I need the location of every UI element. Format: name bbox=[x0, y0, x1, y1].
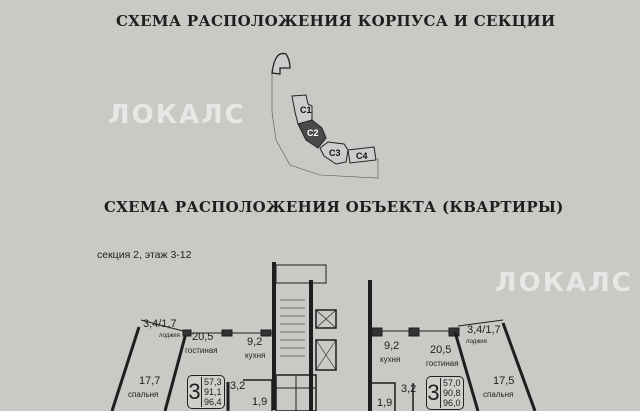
left-total-with-loggia: 96,4 bbox=[204, 397, 222, 407]
apartment-scheme-title: СХЕМА РАСПОЛОЖЕНИЯ ОБЪЕКТА (КВАРТИРЫ) bbox=[104, 198, 564, 216]
plan-caption: секция 2, этаж 3-12 bbox=[97, 249, 192, 261]
section-c3 bbox=[319, 141, 349, 165]
right-room-count: 3 bbox=[427, 380, 440, 405]
right-living-area: 20,5 bbox=[430, 344, 452, 356]
left-loggia-area: 3,4/1,7 bbox=[143, 318, 177, 330]
section-c4 bbox=[347, 146, 377, 164]
right-total-area: 90,8 bbox=[443, 388, 461, 398]
building-tower bbox=[271, 52, 291, 75]
left-total-area: 91,1 bbox=[204, 387, 222, 397]
left-bedroom-area: 17,7 bbox=[139, 375, 161, 387]
building-outline bbox=[271, 70, 379, 179]
watermark-top: ЛОКАЛС bbox=[108, 100, 246, 130]
right-loggia-label: лоджия bbox=[466, 339, 487, 345]
section-c4-label: C4 bbox=[356, 151, 368, 161]
building-scheme: C1 C2 C3 C4 bbox=[271, 52, 379, 179]
watermark-bottom: ЛОКАЛС bbox=[495, 268, 633, 298]
left-bath-area: 1,9 bbox=[252, 396, 268, 408]
right-unit-summary-badge: 3 57,0 90,8 96,0 bbox=[426, 376, 464, 410]
right-living-total: 57,0 bbox=[443, 378, 461, 388]
left-living-total: 57,3 bbox=[204, 377, 222, 387]
building-scheme-title: СХЕМА РАСПОЛОЖЕНИЯ КОРПУСА И СЕКЦИИ bbox=[116, 12, 556, 30]
left-room-count: 3 bbox=[188, 379, 201, 404]
left-kitchen-area: 9,2 bbox=[247, 336, 263, 348]
section-c1-label: C1 bbox=[300, 105, 312, 115]
right-living-label: гостиная bbox=[426, 359, 459, 368]
section-c2-label: C2 bbox=[307, 128, 319, 138]
left-living-area: 20,5 bbox=[192, 331, 214, 343]
right-kitchen-label: кухня bbox=[380, 355, 401, 364]
right-loggia-area: 3,4/1,7 bbox=[467, 324, 501, 336]
right-hall-area: 3,2 bbox=[401, 383, 417, 395]
right-bedroom-area: 17,5 bbox=[493, 375, 515, 387]
section-c2 bbox=[297, 119, 327, 149]
left-hall-area: 3,2 bbox=[230, 380, 246, 392]
left-living-label: гостиная bbox=[185, 346, 218, 355]
left-loggia-label: лоджия bbox=[159, 333, 180, 339]
section-c3-label: C3 bbox=[329, 148, 341, 158]
right-bath-area: 1,9 bbox=[377, 397, 393, 409]
left-unit-summary-badge: 3 57,3 91,1 96,4 bbox=[187, 375, 225, 409]
left-kitchen-label: кухня bbox=[245, 351, 266, 360]
right-bedroom-label: спальня bbox=[483, 390, 514, 399]
right-total-with-loggia: 96,0 bbox=[443, 398, 461, 408]
right-kitchen-area: 9,2 bbox=[384, 340, 400, 352]
left-bedroom-label: спальня bbox=[128, 390, 159, 399]
floor-plan bbox=[110, 262, 537, 411]
